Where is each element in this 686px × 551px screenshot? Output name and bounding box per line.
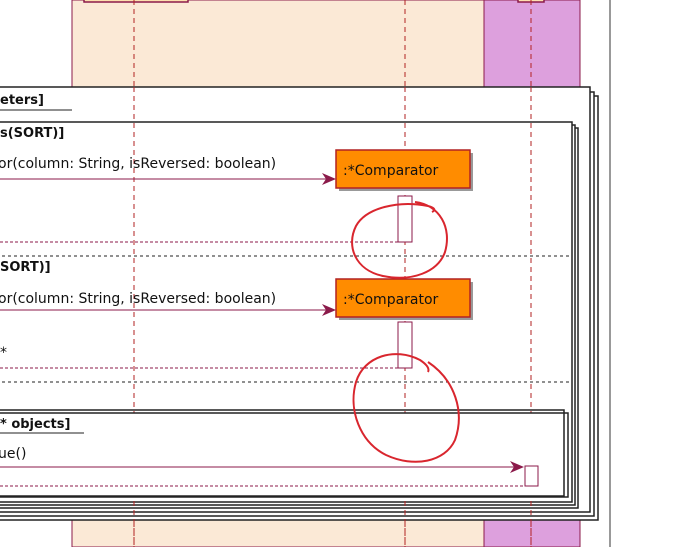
alt-fragment-label-2: SORT)] xyxy=(0,260,51,275)
outer-fragment-label: eters] xyxy=(0,93,44,108)
arrowhead-icon xyxy=(322,304,336,316)
comparator-participant-2-label: :*Comparator xyxy=(343,292,439,308)
annotation-circle-1 xyxy=(351,201,448,279)
arrowhead-icon xyxy=(322,173,336,185)
arrowhead-icon xyxy=(510,461,524,473)
comparator-participant-1-label: :*Comparator xyxy=(343,163,439,179)
activation-bar-3 xyxy=(524,465,539,487)
annotation-circle-2 xyxy=(352,353,460,463)
create-comparator-message-2: or(column: String, isReversed: boolean) xyxy=(0,291,276,307)
activation-bar-1 xyxy=(397,195,413,243)
loop-fragment-shadow xyxy=(0,412,569,498)
return-star-label: * xyxy=(0,345,7,361)
participant-stub-left xyxy=(83,0,189,3)
loop-fragment-label: * objects] xyxy=(0,417,70,432)
alt-fragment-label-1: s(SORT)] xyxy=(0,126,64,141)
loop-fragment xyxy=(0,409,565,497)
comparator-participant-1 xyxy=(335,149,471,189)
activation-bar-2 xyxy=(397,321,413,369)
create-comparator-message-1: or(column: String, isReversed: boolean) xyxy=(0,156,276,172)
comparator-participant-2 xyxy=(335,278,471,318)
call-value-message: ue() xyxy=(0,446,26,462)
